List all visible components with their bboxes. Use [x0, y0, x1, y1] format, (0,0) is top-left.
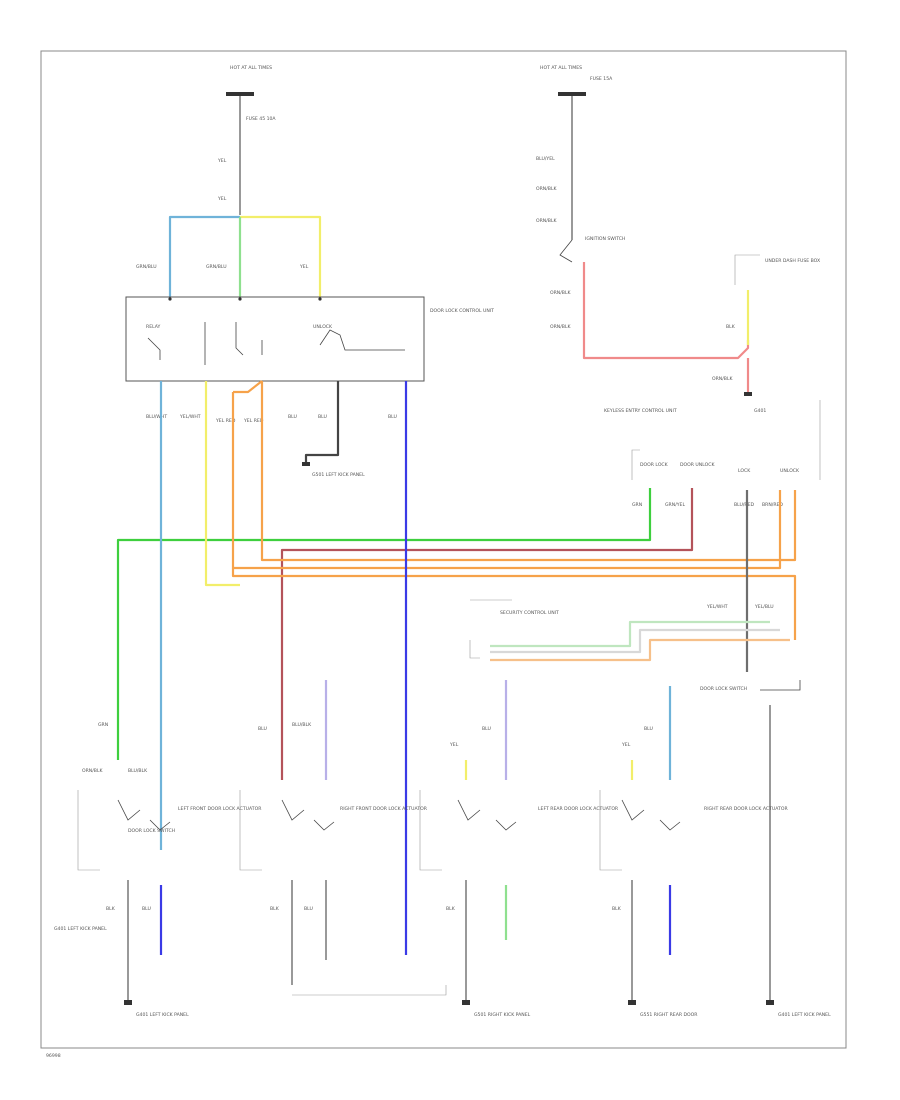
wire-label: YEL: [621, 742, 631, 748]
wire-label: GRN/BLU: [206, 264, 227, 270]
door-1-assembly: GRN ORN/BLK BLU/BLK LEFT FRONT DOOR LOCK…: [54, 722, 262, 1018]
security-control-unit: SECURITY CONTROL UNIT: [469, 599, 790, 662]
wire-label: BLU: [288, 414, 297, 420]
wire-yellow-bus: [204, 381, 240, 587]
terminal-label: DOOR UNLOCK: [680, 462, 715, 468]
wire-label: BLU/BLK: [128, 768, 148, 774]
door-lock-control-unit: DOOR LOCK CONTROL UNIT RELAY UNLOCK: [125, 296, 494, 382]
wire-label: BLU: [304, 906, 313, 912]
keyless-unit-label: KEYLESS ENTRY CONTROL UNIT: [604, 408, 677, 414]
terminal-label: LOCK: [738, 468, 751, 474]
wire-label: ORN/BLK: [536, 186, 558, 192]
wire-label: YEL: [217, 158, 227, 164]
wire-yellow-top: [240, 215, 322, 297]
wire-label: BLU: [142, 906, 151, 912]
keyless-entry-unit: KEYLESS ENTRY CONTROL UNIT DOOR LOCK DOO…: [604, 400, 821, 508]
wire-label: ORN/BLK: [712, 376, 734, 382]
bus-bar-left: [226, 92, 254, 96]
wire-label: GRN/YEL: [665, 502, 685, 508]
wire-label: YEL/BLU: [754, 604, 774, 610]
wire-label: BLU/WHT: [146, 414, 167, 420]
wire-orange-bus-1: [231, 392, 782, 570]
ground-label: G501 LEFT KICK PANEL: [312, 472, 365, 478]
wire-label: BLU: [482, 726, 491, 732]
wire-label: BLK: [612, 906, 622, 912]
wire-label: GRN/BLU: [136, 264, 157, 270]
wire-orange-bus-3: [233, 380, 263, 394]
relay-label: DOOR LOCK SWITCH: [700, 686, 747, 692]
fuse-box-label: UNDER DASH FUSE BOX: [765, 258, 820, 264]
fuse-label-right: FUSE 15A: [590, 76, 613, 82]
door-2-assembly: BLU BLU/BLK RIGHT FRONT DOOR LOCK ACTUAT…: [239, 680, 447, 996]
ignition-label: IGNITION SWITCH: [585, 236, 625, 242]
wire-label: BLK: [446, 906, 456, 912]
hot-label-left: HOT AT ALL TIMES: [230, 65, 272, 71]
module-relay-label: RELAY: [146, 324, 161, 330]
switch-label: DOOR LOCK SWITCH: [128, 828, 175, 834]
wire-label: ORN/BLK: [536, 218, 558, 224]
wire-label: ORN/BLK: [82, 768, 104, 774]
wire-label: GRN: [98, 722, 108, 728]
actuator-label: LEFT FRONT DOOR LOCK ACTUATOR: [178, 806, 262, 812]
wire-label: YEL RED: [243, 418, 264, 424]
wire-label: BLU: [388, 414, 397, 420]
wire-green-bus: [116, 488, 652, 760]
wire-red-brown-bus: [280, 488, 694, 780]
wire-light-blue-top: [168, 215, 240, 297]
wire-label: ORN/BLK: [550, 290, 572, 296]
wire-pink: [582, 262, 750, 360]
wire-label: GRN: [632, 502, 642, 508]
ground-symbol: [302, 462, 310, 466]
ground-label: G401 LEFT KICK PANEL: [136, 1012, 189, 1018]
door-3-assembly: YEL BLU LEFT REAR DOOR LOCK ACTUATOR BLK…: [419, 680, 619, 1018]
module-label: DOOR LOCK CONTROL UNIT: [430, 308, 494, 314]
diagram-code: 96998: [46, 1053, 61, 1059]
wire-label: BLU/RED: [734, 502, 754, 508]
actuator-label: RIGHT FRONT DOOR LOCK ACTUATOR: [340, 806, 428, 812]
diagram-frame: [40, 50, 847, 1049]
wire-label: BLK: [270, 906, 280, 912]
module-relay-label: UNLOCK: [313, 324, 333, 330]
hot-label-right: HOT AT ALL TIMES: [540, 65, 582, 71]
wire-label: YEL: [449, 742, 459, 748]
door-4-assembly: YEL BLU RIGHT REAR DOOR LOCK ACTUATOR BL…: [599, 686, 788, 1018]
ground-label: G401 LEFT KICK PANEL: [54, 926, 107, 932]
bus-bar-right: [558, 92, 586, 96]
actuator-label: RIGHT REAR DOOR LOCK ACTUATOR: [704, 806, 788, 812]
wire-label: YEL RED: [215, 418, 236, 424]
wire-label: YEL: [217, 196, 227, 202]
actuator-label: LEFT REAR DOOR LOCK ACTUATOR: [538, 806, 619, 812]
fuse-label-left: FUSE 45 10A: [246, 116, 276, 122]
wire-label: BLU/BLK: [292, 722, 312, 728]
under-dash-fuse-box: UNDER DASH FUSE BOX BLK ORN/BLK G401: [712, 254, 820, 414]
wire-label: BLU: [258, 726, 267, 732]
wire-label: YEL/WHT: [706, 604, 728, 610]
power-source-left: HOT AT ALL TIMES FUSE 45 10A YEL YEL: [217, 65, 276, 215]
wire-orange-bus-2: [260, 381, 797, 562]
security-unit-label: SECURITY CONTROL UNIT: [500, 610, 559, 616]
wire-label: ORN/BLK: [550, 324, 572, 330]
ground-label: G501 RIGHT KICK PANEL: [474, 1012, 531, 1018]
terminal-label: DOOR LOCK: [640, 462, 669, 468]
ground-label: G401 LEFT KICK PANEL: [778, 1012, 831, 1018]
wire-label: YEL/WHT: [179, 414, 201, 420]
wire-label: BLU/YEL: [536, 156, 555, 162]
wire-label: BLU: [318, 414, 327, 420]
terminal-label: UNLOCK: [780, 468, 800, 474]
ground-label: G401: [754, 408, 766, 414]
wire-label: YEL: [299, 264, 309, 270]
wire-orange-bus-4: [231, 568, 797, 640]
wire-label: BLK: [106, 906, 116, 912]
wire-label: BLU: [644, 726, 653, 732]
wire-label: BLK: [726, 324, 736, 330]
wire-black-ground-module: [304, 381, 340, 465]
ground-label: G551 RIGHT REAR DOOR: [640, 1012, 698, 1018]
wire-label: BRN/RED: [762, 502, 783, 508]
power-source-right: HOT AT ALL TIMES FUSE 15A BLU/YEL ORN/BL…: [536, 65, 625, 263]
